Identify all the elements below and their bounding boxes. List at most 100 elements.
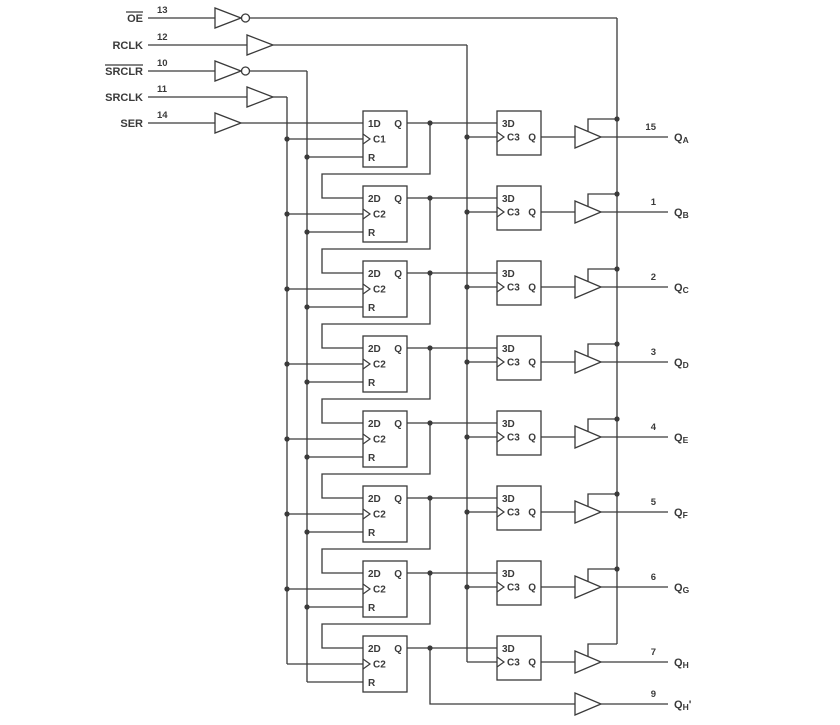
oe-enable-stub-wire bbox=[587, 568, 617, 581]
latch-d-label: 3D bbox=[502, 269, 515, 280]
clock-triangle-icon bbox=[496, 506, 506, 518]
latch-d-label: 3D bbox=[502, 194, 515, 205]
oe-enable-stub-wire bbox=[587, 118, 617, 131]
clock-triangle-icon bbox=[496, 281, 506, 293]
latch-box bbox=[496, 635, 542, 681]
junction-dot bbox=[614, 191, 620, 197]
junction-dot bbox=[304, 454, 310, 460]
output-label: QH' bbox=[674, 699, 692, 712]
output-buffer-icon bbox=[574, 692, 603, 716]
junction-dot bbox=[304, 604, 310, 610]
latch-clock-label: C3 bbox=[507, 508, 520, 519]
junction-dot bbox=[614, 266, 620, 272]
ff-q-label: Q bbox=[394, 119, 402, 130]
latch-box bbox=[496, 260, 542, 306]
input-rclk: RCLK 12 bbox=[112, 32, 467, 56]
latch-box bbox=[496, 110, 542, 156]
oe-enable-stub-wire bbox=[587, 493, 617, 506]
output-label: QC bbox=[674, 282, 689, 295]
latch-clock-label: C3 bbox=[507, 658, 520, 669]
pin-number: 12 bbox=[157, 32, 168, 43]
ff-q-label: Q bbox=[394, 194, 402, 205]
signal-label-srclk: SRCLK bbox=[105, 92, 143, 104]
junction-dot bbox=[304, 229, 310, 235]
latch-clock-label: C3 bbox=[507, 208, 520, 219]
ff-d-label: 2D bbox=[368, 344, 381, 355]
latch-box bbox=[496, 560, 542, 606]
oe-enable-stub-wire bbox=[587, 643, 617, 656]
output-label: QA bbox=[674, 132, 689, 145]
latch-d-label: 3D bbox=[502, 119, 515, 130]
clock-triangle-icon bbox=[362, 208, 372, 220]
oe-enable-stub-wire bbox=[587, 418, 617, 431]
pin-number: 14 bbox=[157, 110, 168, 121]
junction-dot bbox=[464, 284, 470, 290]
junction-dot bbox=[304, 304, 310, 310]
q-to-next-d-wire bbox=[321, 273, 431, 349]
input-srclk: SRCLK 11 bbox=[105, 84, 287, 108]
pin-number: 11 bbox=[157, 84, 168, 95]
ff-reset-label: R bbox=[368, 378, 376, 389]
output-pin-number: 6 bbox=[651, 572, 656, 583]
junction-dot bbox=[464, 584, 470, 590]
clock-triangle-icon bbox=[496, 431, 506, 443]
input-srclr: SRCLR 10 bbox=[105, 58, 307, 82]
pin-number: 10 bbox=[157, 58, 168, 69]
latch-d-label: 3D bbox=[502, 644, 515, 655]
latch-box bbox=[496, 410, 542, 456]
ff-q-label: Q bbox=[394, 569, 402, 580]
ff-reset-label: R bbox=[368, 678, 376, 689]
clock-triangle-icon bbox=[496, 206, 506, 218]
ff-d-label: 2D bbox=[368, 569, 381, 580]
ff-clock-label: C2 bbox=[373, 585, 386, 596]
ff-clock-label: C2 bbox=[373, 660, 386, 671]
junction-dot bbox=[614, 341, 620, 347]
clock-triangle-icon bbox=[496, 131, 506, 143]
q-to-next-d-wire bbox=[321, 423, 431, 499]
clock-triangle-icon bbox=[496, 656, 506, 668]
ff-d-label: 2D bbox=[368, 194, 381, 205]
latch-q-label: Q bbox=[528, 133, 536, 144]
junction-dot bbox=[464, 209, 470, 215]
output-pin-number: 4 bbox=[651, 422, 657, 433]
output-buffer-icon bbox=[574, 125, 603, 149]
ff-reset-label: R bbox=[368, 153, 376, 164]
latch-d-label: 3D bbox=[502, 344, 515, 355]
q-to-next-d-wire bbox=[321, 573, 431, 649]
pin-number: 13 bbox=[157, 5, 168, 16]
q-to-next-d-wire bbox=[321, 123, 431, 199]
buffer-icon bbox=[214, 60, 243, 82]
latch-clock-label: C3 bbox=[507, 283, 520, 294]
junction-dot bbox=[284, 361, 290, 367]
ff-d-label: 1D bbox=[368, 119, 381, 130]
output-buffer-icon bbox=[574, 650, 603, 674]
ff-d-label: 2D bbox=[368, 419, 381, 430]
latch-d-label: 3D bbox=[502, 569, 515, 580]
signal-label-rclk: RCLK bbox=[112, 40, 143, 52]
clock-triangle-icon bbox=[496, 581, 506, 593]
buffer-icon bbox=[246, 86, 275, 108]
q-to-next-d-wire bbox=[321, 498, 431, 574]
junction-dot bbox=[614, 566, 620, 572]
oe-enable-stub-wire bbox=[587, 343, 617, 356]
output-pin-number: 1 bbox=[651, 197, 657, 208]
clock-triangle-icon bbox=[362, 133, 372, 145]
output-buffer-icon bbox=[574, 500, 603, 524]
input-oe: OE 13 bbox=[126, 5, 617, 29]
buffer-icon bbox=[246, 34, 275, 56]
ff-reset-label: R bbox=[368, 603, 376, 614]
latch-clock-label: C3 bbox=[507, 583, 520, 594]
latch-q-label: Q bbox=[528, 433, 536, 444]
ff-reset-label: R bbox=[368, 528, 376, 539]
latch-d-label: 3D bbox=[502, 419, 515, 430]
output-buffer-icon bbox=[574, 275, 603, 299]
